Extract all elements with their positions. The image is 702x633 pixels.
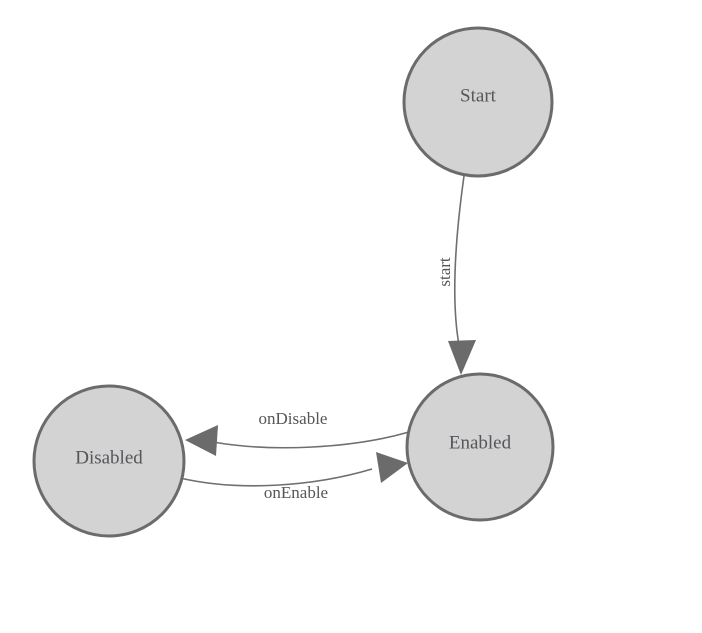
node-enabled-circle <box>405 372 555 522</box>
node-enabled-label: Enabled <box>449 432 512 453</box>
node-disabled-circle <box>32 384 186 538</box>
edge-enabled-to-disabled-line <box>212 431 410 449</box>
edge-label-onenable: onEnable <box>264 483 328 502</box>
node-disabled[interactable]: Disabled <box>32 384 186 538</box>
arrowhead-right-icon <box>376 452 408 483</box>
edge-enabled-to-disabled[interactable]: onDisable <box>185 409 410 456</box>
node-start-label: Start <box>460 85 497 106</box>
edge-label-ondisable: onDisable <box>259 409 328 428</box>
node-disabled-label: Disabled <box>75 447 143 468</box>
node-start[interactable]: Start <box>402 26 554 178</box>
node-start-circle <box>402 26 554 178</box>
arrowhead-down-icon <box>448 340 476 375</box>
edge-label-start: start <box>435 257 454 287</box>
edge-disabled-to-enabled-line <box>179 468 373 487</box>
edge-start-to-enabled[interactable]: start <box>435 175 476 375</box>
arrowhead-left-icon <box>185 425 218 456</box>
edge-disabled-to-enabled[interactable]: onEnable <box>179 452 408 502</box>
edge-start-to-enabled-line <box>453 175 465 346</box>
node-enabled[interactable]: Enabled <box>405 372 555 522</box>
